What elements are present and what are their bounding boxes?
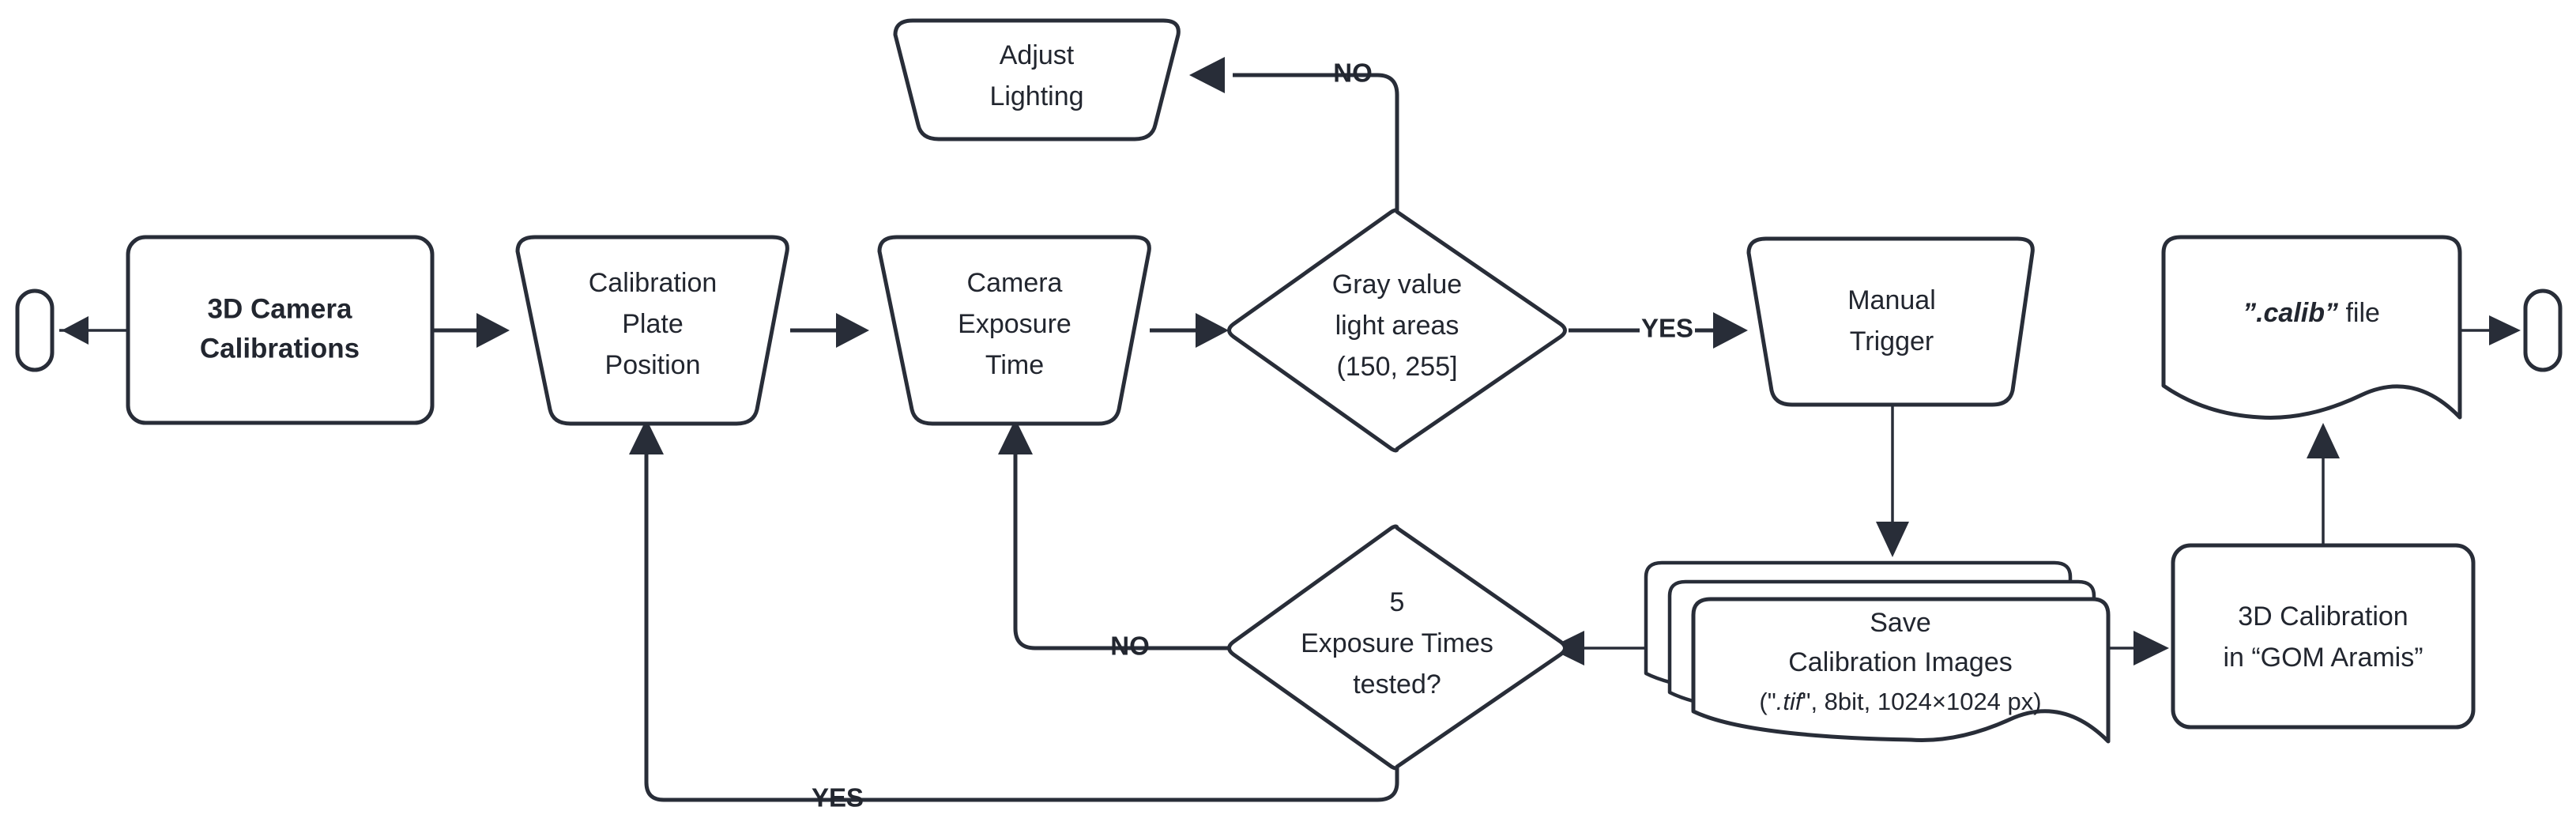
node-calib-file[interactable]: ”.calib” file <box>2161 235 2462 420</box>
node-calibration-plate-position-line2: Plate <box>622 309 684 339</box>
node-calibration-plate-position-line1: Calibration <box>589 268 717 298</box>
node-calibration-plate-position-line3: Position <box>605 350 701 380</box>
start-terminal[interactable] <box>15 288 55 372</box>
node-exposure-count-decision-line1: 5 <box>1390 587 1405 617</box>
node-gom-calibration[interactable]: 3D Calibration in “GOM Aramis” <box>2171 543 2476 730</box>
node-manual-trigger-line2: Trigger <box>1850 326 1934 356</box>
node-manual-trigger[interactable]: Manual Trigger <box>1746 236 2035 407</box>
node-gray-value-decision-line2: light areas <box>1335 311 1459 341</box>
node-exposure-count-decision[interactable]: 5 Exposure Times tested? <box>1227 524 1567 771</box>
edge-label-gray-no: NO <box>1333 58 1373 88</box>
node-adjust-lighting-line1: Adjust <box>1000 40 1075 70</box>
node-save-calibration-images-line2: Calibration Images <box>1788 647 2012 677</box>
node-camera-exposure-time-line2: Exposure <box>958 309 1071 339</box>
edge-gom-to-calib <box>2307 423 2340 545</box>
node-camera-exposure-time-line1: Camera <box>967 268 1063 298</box>
node-adjust-lighting[interactable]: Adjust Lighting <box>893 18 1181 141</box>
edge-label-count-yes: YES <box>812 783 864 813</box>
node-save-calibration-images-line3: (".tif", 8bit, 1024×1024 px) <box>1759 688 2041 715</box>
edge-count-no-to-exposure: NO <box>998 419 1237 661</box>
edge-root-to-plate <box>431 313 510 348</box>
node-adjust-lighting-line2: Lighting <box>989 81 1083 111</box>
node-calib-file-ext: ”.calib” <box>2243 298 2338 328</box>
save-line3-prefix: (" <box>1759 688 1776 715</box>
edge-exposure-to-gray <box>1150 313 1229 348</box>
node-exposure-count-decision-line2: Exposure Times <box>1301 628 1493 658</box>
node-save-calibration-images-line1: Save <box>1870 608 1931 638</box>
node-gray-value-decision-line1: Gray value <box>1332 270 1462 300</box>
node-gom-calibration-line1: 3D Calibration <box>2238 601 2408 632</box>
edge-label-gray-yes: YES <box>1641 314 1693 343</box>
edge-plate-to-exposure <box>790 313 869 348</box>
edge-root-to-start <box>59 316 126 345</box>
edge-gray-yes-to-manual-trigger: YES <box>1569 312 1748 349</box>
edge-gray-no-to-adjust-lighting: NO <box>1189 57 1399 215</box>
node-exposure-count-decision-line3: tested? <box>1353 669 1441 699</box>
node-gom-calibration-line2: in “GOM Aramis” <box>2223 643 2423 673</box>
edge-calib-to-end <box>2461 315 2521 345</box>
edge-trigger-to-save <box>1876 405 1909 557</box>
edge-save-to-gom <box>2108 631 2169 666</box>
save-line3-suffix: ", 8bit, 1024×1024 px) <box>1802 688 2041 715</box>
node-gray-value-decision[interactable]: Gray value light areas (150, 255] <box>1227 208 1567 453</box>
save-line3-ext: .tif <box>1776 688 1805 715</box>
edge-label-count-no: NO <box>1110 632 1150 661</box>
node-3d-camera-calibrations-line2: Calibrations <box>200 333 360 364</box>
node-manual-trigger-line1: Manual <box>1847 285 1936 315</box>
node-calib-file-suffix: file <box>2338 298 2380 328</box>
node-calib-file-label: ”.calib” file <box>2243 298 2380 328</box>
end-terminal[interactable] <box>2523 288 2563 372</box>
node-camera-exposure-time-line3: Time <box>985 350 1044 380</box>
node-save-calibration-images[interactable]: Save Calibration Images (".tif", 8bit, 1… <box>1644 560 2111 744</box>
node-camera-exposure-time[interactable]: Camera Exposure Time <box>877 235 1151 426</box>
node-3d-camera-calibrations[interactable]: 3D Camera Calibrations <box>126 235 435 425</box>
node-gray-value-decision-line3: (150, 255] <box>1336 352 1457 382</box>
edge-count-yes-to-plate: YES <box>629 419 1399 813</box>
node-calibration-plate-position[interactable]: Calibration Plate Position <box>515 235 789 426</box>
node-3d-camera-calibrations-line1: 3D Camera <box>208 293 352 324</box>
